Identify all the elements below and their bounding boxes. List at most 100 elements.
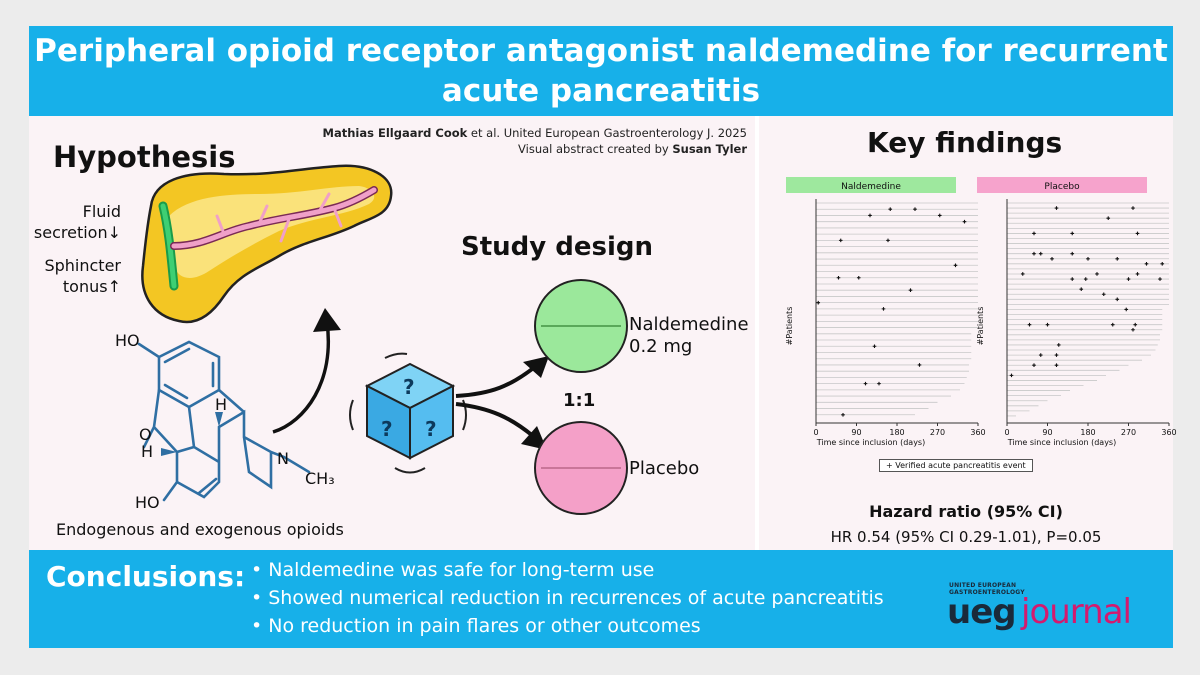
conclusions-bar: Conclusions: • Naldemedine was safe for …	[29, 550, 1173, 648]
conclusion-item: • No reduction in pain flares or other o…	[251, 615, 701, 637]
molecule-h-mid: H	[215, 395, 227, 414]
placebo-pill-icon	[534, 421, 628, 515]
placebo-panel-title: Placebo	[1044, 182, 1080, 192]
credit: Visual abstract created by Susan Tyler	[518, 142, 747, 156]
naldemedine-xlabel: Time since inclusion (days)	[816, 438, 925, 447]
chart-legend: + Verified acute pancreatitis event	[879, 459, 1033, 472]
opioid-molecule: HO O H H N CH₃ HO	[115, 331, 335, 512]
placebo-x-tick-label: 270	[1121, 428, 1136, 437]
placebo-event-point	[1131, 327, 1135, 332]
naldemedine-x-tick-label: 180	[889, 428, 904, 437]
study-design-heading: Study design	[461, 232, 654, 262]
pancreas-illustration	[141, 164, 393, 324]
naldemedine-event-point	[908, 288, 913, 292]
placebo-event-point	[1115, 297, 1120, 302]
placebo-event-point	[1160, 262, 1165, 266]
logo-top-line-2: GASTROENTEROLOGY	[949, 589, 1025, 596]
placebo-ylabel: #Patients	[976, 307, 985, 346]
naldemedine-event-point	[856, 275, 861, 280]
placebo-event-point	[1079, 287, 1084, 291]
placebo-event-point	[1038, 251, 1043, 256]
placebo-event-point	[1009, 373, 1014, 378]
key-findings-heading: Key findings	[867, 126, 1063, 159]
placebo-event-point	[1054, 353, 1059, 357]
naldemedine-event-point	[953, 263, 958, 268]
placebo-header	[977, 177, 1147, 193]
naldemedine-x-tick-label: 0	[813, 428, 818, 437]
title-line-2: acute pancreatitis	[441, 73, 761, 109]
logo-word-journal: journal	[1021, 592, 1132, 632]
conclusion-item: • Naldemedine was safe for long-term use	[251, 559, 655, 581]
title-bar: Peripheral opioid receptor antagonist na…	[29, 26, 1173, 116]
sphincter-label-2: tonus↑	[62, 277, 121, 296]
randomization-dice-icon: ? ? ?	[349, 352, 467, 474]
placebo-event-point	[1020, 272, 1025, 276]
curved-arrow	[272, 308, 341, 434]
molecule-h-left: H	[141, 442, 153, 461]
naldemedine-event-point	[881, 307, 886, 311]
naldemedine-x-tick-label: 360	[970, 428, 985, 437]
event-plots: Naldemedine Placebo #Patients #Patients …	[785, 177, 1177, 447]
left-panel: Mathias Ellgaard Cook et al. United Euro…	[29, 116, 755, 550]
naldemedine-event-point	[863, 381, 868, 386]
naldemedine-event-point	[937, 213, 942, 218]
placebo-event-point	[1115, 256, 1120, 261]
naldemedine-header	[786, 177, 956, 193]
legend-label: Verified acute pancreatitis event	[895, 461, 1026, 470]
naldemedine-event-point	[816, 300, 821, 305]
placebo-x-tick-label: 0	[1004, 428, 1009, 437]
placebo-event-point	[1095, 272, 1099, 276]
placebo-event-point	[1135, 231, 1140, 236]
placebo-event-point	[1133, 322, 1138, 327]
placebo-event-point	[1032, 363, 1036, 368]
arm2-label: Placebo	[629, 458, 700, 479]
placebo-event-point	[1101, 292, 1106, 297]
naldemedine-event-point	[888, 207, 893, 212]
svg-text:?: ?	[381, 417, 393, 441]
placebo-event-point	[1056, 343, 1061, 347]
placebo-event-point	[1124, 307, 1129, 312]
opioids-caption: Endogenous and exogenous opioids	[56, 520, 344, 539]
svg-text:?: ?	[403, 375, 415, 399]
naldemedine-event-point	[962, 219, 967, 224]
right-panel: Key findings Naldemedine Placebo #Patien…	[759, 116, 1177, 550]
placebo-event-point	[1070, 231, 1075, 236]
placebo-event-point	[1070, 251, 1075, 256]
placebo-event-point	[1027, 322, 1032, 327]
placebo-event-point	[1054, 206, 1059, 210]
placebo-event-point	[1110, 322, 1115, 327]
placebo-event-point	[1038, 353, 1043, 357]
naldemedine-panel-title: Naldemedine	[841, 182, 901, 192]
naldemedine-event-point	[917, 363, 922, 367]
arm1-label-2: 0.2 mg	[629, 336, 693, 357]
citation-author: Mathias Ellgaard Cook	[322, 126, 468, 140]
naldemedine-x-tick-label: 90	[851, 428, 861, 437]
ueg-journal-logo: UNITED EUROPEAN GASTROENTEROLOGY ueg jou…	[947, 582, 1157, 642]
visual-abstract: Peripheral opioid receptor antagonist na…	[29, 26, 1177, 648]
title-line-1: Peripheral opioid receptor antagonist na…	[34, 33, 1168, 69]
placebo-event-point	[1158, 277, 1162, 281]
citation: Mathias Ellgaard Cook et al. United Euro…	[323, 126, 747, 140]
naldemedine-event-point	[886, 238, 890, 243]
placebo-event-point	[1144, 262, 1149, 266]
fluid-label-1: Fluid	[82, 202, 121, 221]
placebo-xlabel: Time since inclusion (days)	[1007, 438, 1116, 447]
placebo-event-point	[1106, 216, 1111, 221]
naldemedine-event-point	[836, 275, 841, 280]
naldemedine-event-point	[877, 381, 881, 386]
credit-prefix: Visual abstract created by	[518, 142, 673, 156]
conclusion-item: • Showed numerical reduction in recurren…	[251, 587, 884, 609]
molecule-ho-top: HO	[115, 331, 140, 350]
placebo-event-point	[1083, 277, 1088, 281]
placebo-x-tick-label: 180	[1080, 428, 1095, 437]
naldemedine-event-point	[838, 238, 843, 243]
molecule-ho-bottom: HO	[135, 493, 160, 512]
legend-marker: +	[886, 461, 893, 470]
svg-text:?: ?	[425, 417, 437, 441]
placebo-event-point	[1032, 251, 1036, 256]
naldemedine-pill-icon	[534, 279, 628, 373]
sphincter-label-1: Sphincter	[44, 256, 121, 275]
logo-top-line-1: UNITED EUROPEAN	[949, 582, 1017, 589]
naldemedine-ylabel: #Patients	[785, 307, 794, 346]
